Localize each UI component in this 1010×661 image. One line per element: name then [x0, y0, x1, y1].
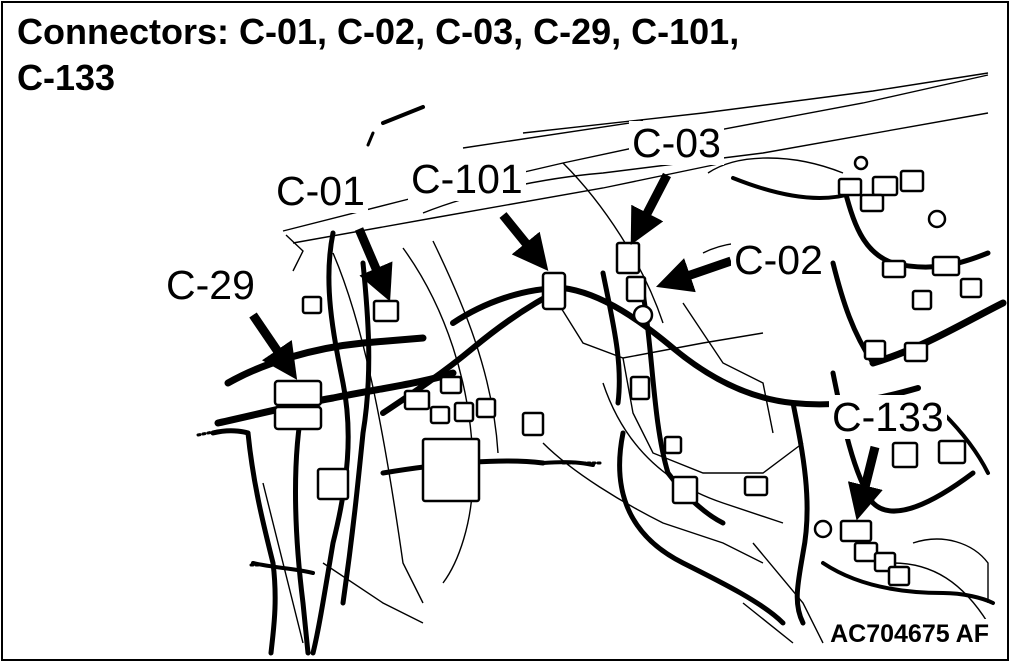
label-c01: C-01	[273, 169, 368, 213]
label-c133: C-133	[829, 395, 947, 439]
connector-c101	[541, 271, 567, 311]
figure-code-number: AC704675	[830, 620, 950, 648]
label-c03: C-03	[629, 121, 724, 165]
connector-c01	[372, 299, 400, 323]
connector-c29-lower	[273, 405, 323, 431]
arrow-c133	[847, 445, 883, 521]
arrow-c02	[655, 256, 733, 293]
label-c101: C-101	[408, 157, 526, 201]
arrow-c01	[354, 227, 393, 302]
connector-c02	[625, 275, 647, 303]
connector-c29-upper	[273, 379, 323, 407]
label-c29: C-29	[163, 263, 258, 307]
label-c02: C-02	[731, 238, 826, 282]
title-line-2: C-133	[17, 57, 116, 98]
wiring-harness-illustration	[196, 72, 1007, 656]
arrow-c03	[630, 172, 671, 245]
diagram-title: Connectors: C-01, C-02, C-03, C-29, C-10…	[17, 9, 977, 101]
figure-code-suffix: AF	[955, 620, 989, 648]
arrow-c29	[249, 312, 298, 380]
connector-c133	[839, 519, 873, 543]
connector-blocks	[273, 155, 983, 587]
leader-arrows	[249, 172, 883, 521]
connector-c03	[615, 241, 641, 275]
arrow-c101	[499, 212, 549, 271]
figure-code: AC704675 AF	[826, 619, 993, 649]
title-line-1: Connectors: C-01, C-02, C-03, C-29, C-10…	[17, 11, 740, 52]
